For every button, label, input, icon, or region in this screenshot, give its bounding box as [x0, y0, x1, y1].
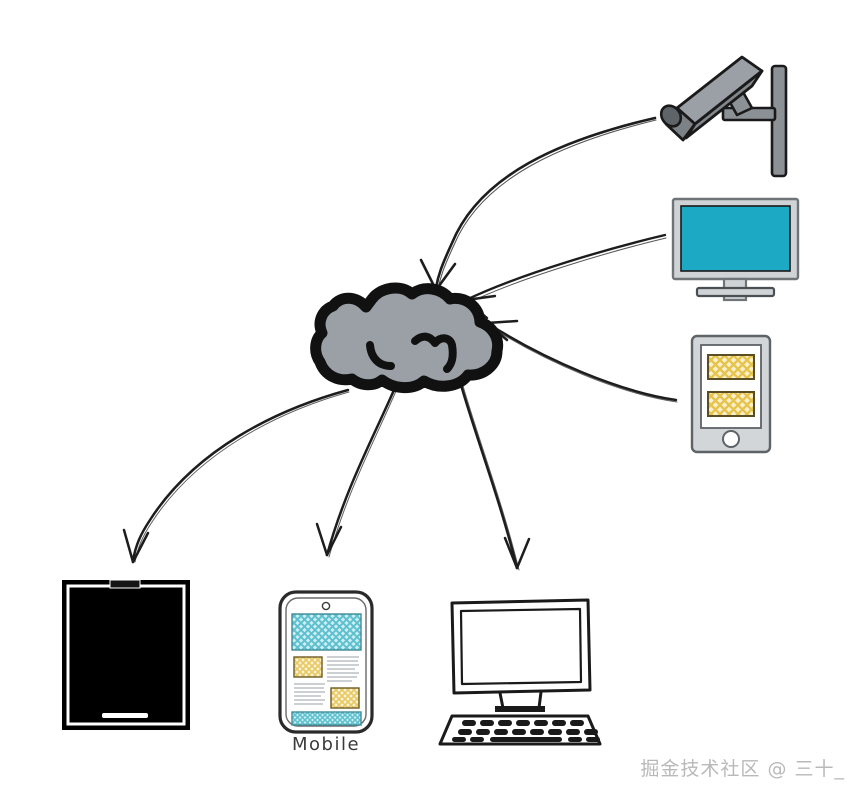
connector-cloud-to-mobile [315, 388, 397, 558]
black-tablet-notch [109, 579, 141, 589]
cloud-detail-stroke-right [411, 332, 457, 373]
desktop-stand-legs [498, 691, 543, 709]
phone-camera-dot [321, 601, 331, 611]
cloud-detail-stroke-left [366, 341, 395, 370]
phone-footer-bar [291, 711, 362, 726]
connector-cloud-to-desktop [459, 383, 531, 571]
node-desktop-computer[interactable] [438, 598, 602, 746]
desktop-monitor-screen [459, 607, 583, 686]
black-tablet-body [62, 580, 190, 730]
camera-lens [659, 104, 683, 128]
node-tablet-yellow[interactable] [690, 334, 772, 454]
node-cloud[interactable] [310, 282, 504, 394]
watermark: 掘金技术社区 @ 三十_ [640, 758, 845, 780]
node-monitor-teal[interactable] [671, 197, 800, 302]
cloud-shape [310, 282, 504, 394]
node-mobile-phone[interactable]: Mobile [278, 590, 374, 755]
mobile-label: Mobile [292, 734, 360, 755]
desktop-stand-base [495, 706, 545, 712]
monitor-stand-base [695, 286, 776, 298]
connector-cloud-to-black-tablet [122, 388, 350, 564]
phone-hero-banner [291, 613, 362, 651]
keyboard-keys [452, 720, 600, 742]
phone-tile-yellow-2 [330, 687, 360, 709]
monitor-screen [680, 205, 791, 272]
phone-text-block-right [327, 656, 359, 682]
phone-text-block-left [294, 683, 325, 705]
node-black-tablet[interactable] [62, 579, 190, 730]
camera-body-side [684, 69, 764, 140]
connector-tablet-to-cloud [485, 319, 678, 403]
tablet-tile-1 [707, 354, 755, 380]
tablet-tile-2 [707, 391, 755, 417]
phone-tile-yellow-1 [293, 656, 323, 678]
black-tablet-home-bar [102, 713, 148, 718]
tablet-home-button[interactable] [722, 430, 740, 448]
node-security-camera[interactable] [657, 55, 788, 178]
